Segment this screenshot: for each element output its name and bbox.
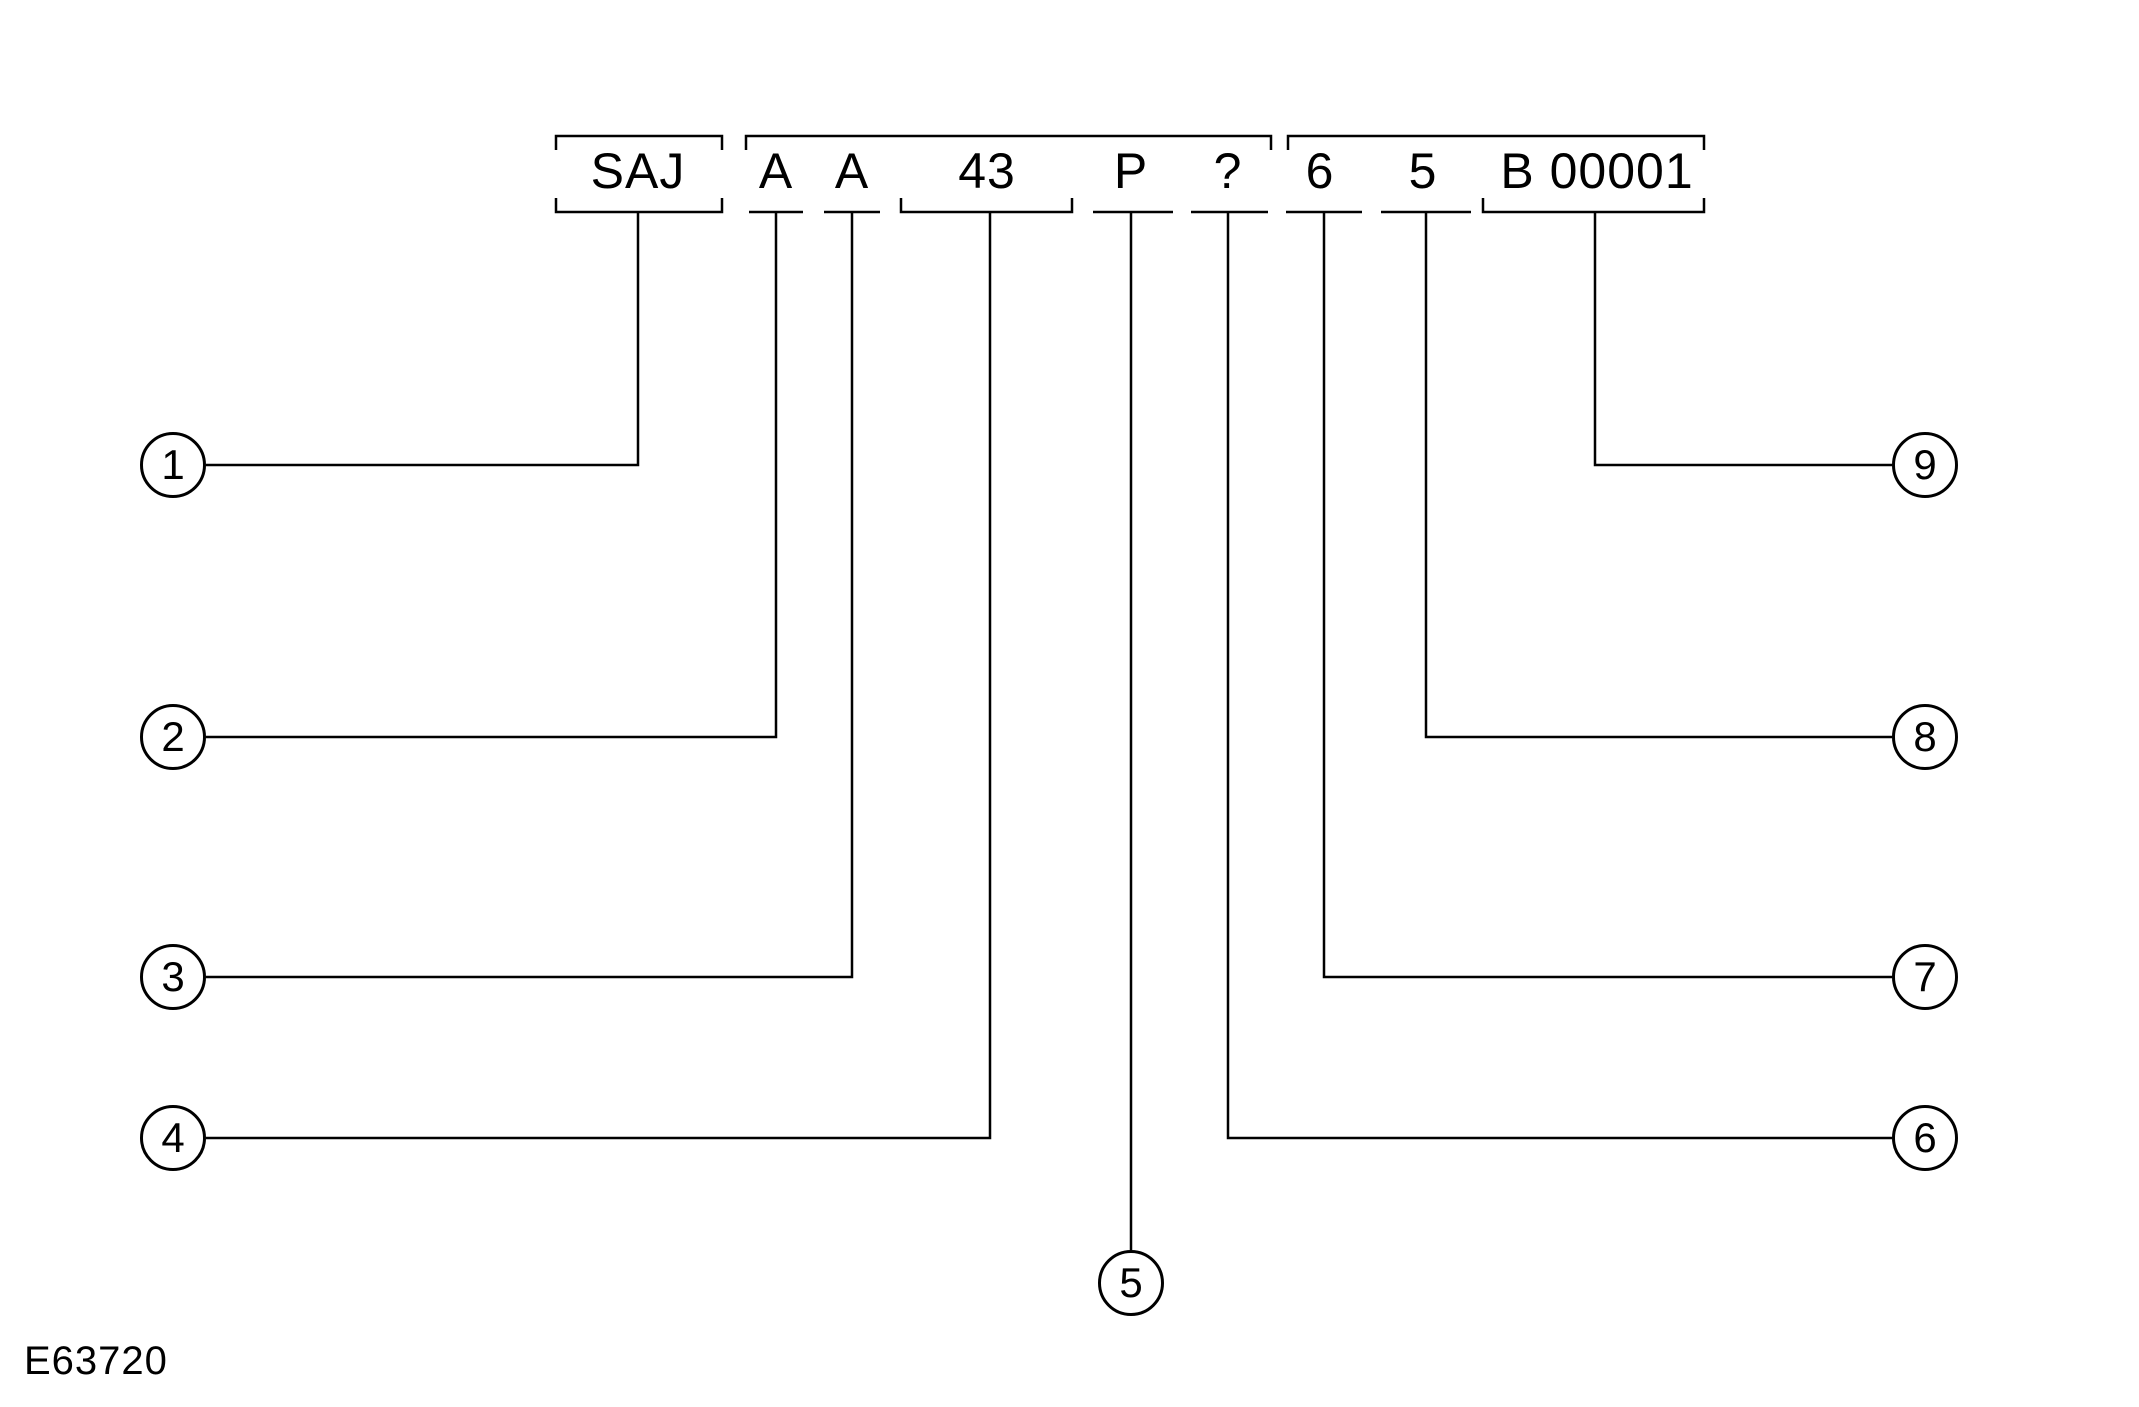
leader-line-2	[206, 212, 778, 739]
leader-line-9	[1593, 212, 1892, 467]
leader-line-3	[206, 212, 854, 979]
vin-segment-serial: B 00001	[1500, 143, 1694, 199]
vin-segment-char8: P	[1113, 143, 1149, 199]
callout-circle-7: 7	[1892, 944, 1958, 1010]
underline-bracket-43	[899, 198, 1074, 214]
callout-number-9: 9	[1913, 441, 1937, 488]
callout-circle-6: 6	[1892, 1105, 1958, 1171]
callout-circle-9: 9	[1892, 432, 1958, 498]
vin-segment-char4: A	[758, 143, 794, 199]
vin-segment-wmi: SAJ	[590, 143, 686, 199]
vin-segment-check-digit: ?	[1213, 143, 1243, 199]
callout-number-6: 6	[1913, 1114, 1937, 1161]
top-bracket-wmi-group	[554, 134, 724, 150]
callout-circle-5: 5	[1098, 1250, 1164, 1316]
leader-line-7	[1322, 212, 1892, 979]
callout-circle-4: 4	[140, 1105, 206, 1171]
top-bracket-vds-group	[744, 134, 1273, 150]
callout-number-3: 3	[161, 953, 185, 1000]
vin-segment-char10: 6	[1305, 143, 1335, 199]
callout-circle-2: 2	[140, 704, 206, 770]
leader-line-6	[1226, 212, 1892, 1140]
figure-code: E63720	[24, 1339, 168, 1383]
callout-number-2: 2	[161, 713, 185, 760]
top-bracket-vis-group	[1286, 134, 1706, 150]
callout-circle-8: 8	[1892, 704, 1958, 770]
leader-line-8	[1424, 212, 1892, 739]
callout-number-7: 7	[1913, 953, 1937, 1000]
vin-segment-char5: A	[834, 143, 870, 199]
vin-segment-char11: 5	[1408, 143, 1438, 199]
callout-circle-3: 3	[140, 944, 206, 1010]
leader-line-4	[206, 212, 992, 1140]
callout-number-4: 4	[161, 1114, 185, 1161]
callout-number-8: 8	[1913, 713, 1937, 760]
callout-number-5: 5	[1119, 1259, 1143, 1306]
vin-segment-chars6-7: 43	[958, 143, 1016, 199]
leader-line-1	[206, 212, 640, 467]
underline-bracket-b00001	[1481, 198, 1706, 214]
underline-bracket-saj	[554, 198, 724, 214]
callout-circle-1: 1	[140, 432, 206, 498]
callout-number-1: 1	[161, 441, 185, 488]
